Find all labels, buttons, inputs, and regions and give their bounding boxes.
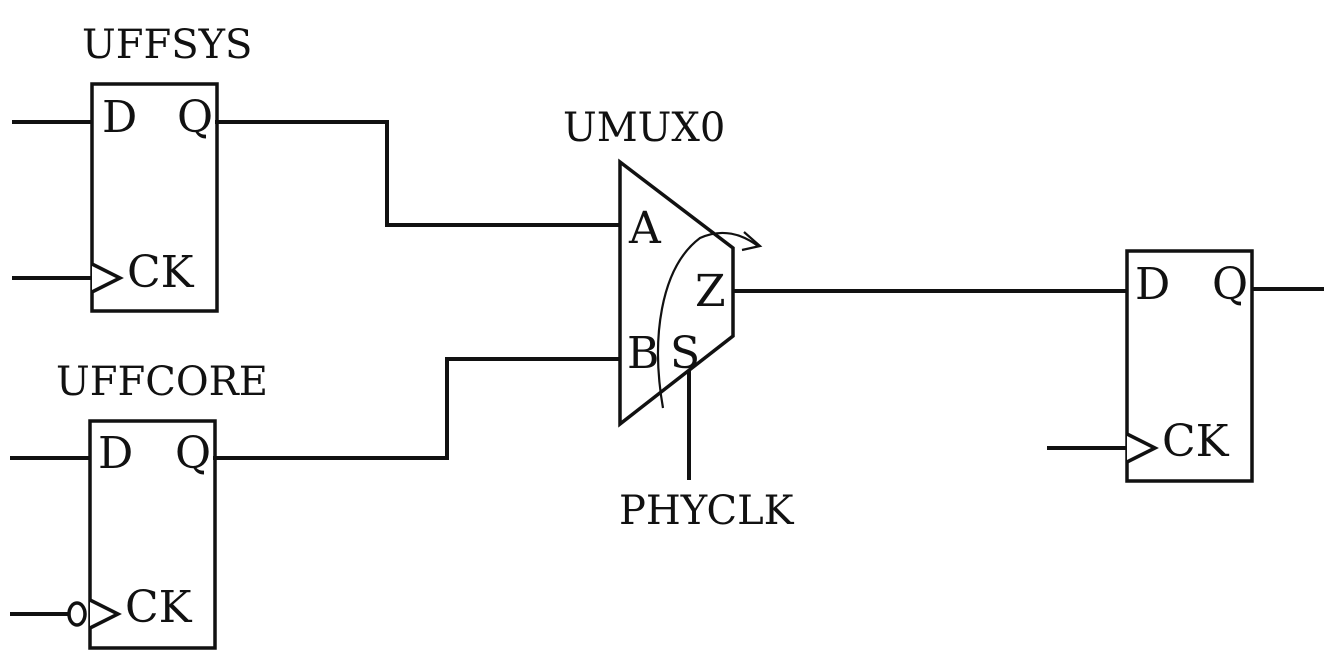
instance-label-uffcore: UFFCORE	[56, 359, 268, 405]
wire-uffsys-q-to-mux-a	[215, 120, 622, 227]
uffsys-pin-d: D	[102, 92, 137, 143]
instance-label-uffsys: UFFSYS	[82, 22, 252, 68]
uffsys-pin-q: Q	[177, 92, 213, 143]
flipflop-capture: D Q CK	[1047, 249, 1324, 483]
capture-pin-ck: CK	[1162, 416, 1230, 467]
umux0-pin-s: S	[670, 328, 700, 379]
net-label-phyclk: PHYCLK	[619, 488, 795, 534]
umux0-pin-a: A	[628, 203, 662, 254]
uffcore-inversion-bubble-icon	[67, 601, 87, 627]
instance-label-umux0: UMUX0	[563, 105, 725, 151]
timing-arc-s-to-z	[656, 231, 759, 409]
capture-pin-q: Q	[1212, 259, 1248, 310]
capture-pin-d: D	[1135, 259, 1170, 310]
uffcore-clock-triangle-icon	[89, 598, 122, 630]
umux0-pin-z: Z	[695, 266, 726, 317]
uffcore-pin-d: D	[98, 428, 133, 479]
capture-clock-triangle-icon	[1126, 432, 1159, 464]
uffsys-pin-ck: CK	[127, 247, 195, 298]
umux0-body	[618, 158, 735, 428]
uffcore-pin-ck: CK	[125, 582, 193, 633]
uffcore-pin-q: Q	[175, 428, 211, 479]
multiplexer-umux0: UMUX0 A B S Z PHYCLK	[563, 105, 795, 534]
uffsys-clock-triangle-icon	[91, 262, 124, 294]
flipflop-uffsys: UFFSYS D Q CK	[12, 22, 252, 313]
flipflop-uffcore: UFFCORE D Q CK	[10, 359, 268, 650]
uffsys-body	[90, 82, 219, 313]
timing-arc-arrowhead-icon	[741, 231, 763, 252]
wire-uffcore-q-to-mux-b	[213, 357, 622, 460]
umux0-pin-b: B	[627, 328, 659, 379]
